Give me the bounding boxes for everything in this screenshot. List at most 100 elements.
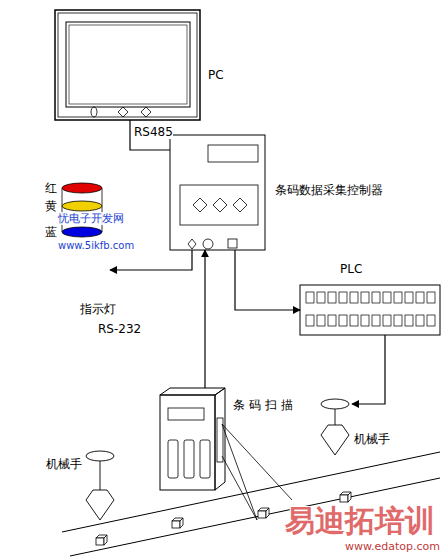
connector bbox=[235, 250, 300, 310]
terminal-slot bbox=[383, 292, 391, 303]
drawing-stroke bbox=[321, 399, 349, 409]
drawing-stroke bbox=[168, 440, 178, 478]
drawing-stroke bbox=[91, 107, 97, 117]
drawing-stroke bbox=[180, 185, 258, 225]
terminal-slot bbox=[339, 292, 347, 303]
drawing-stroke bbox=[321, 425, 349, 455]
diagram-node: 条码数据采集控制器 bbox=[170, 135, 265, 250]
scanner-label: 条码扫描 bbox=[233, 398, 297, 412]
drawing-stroke bbox=[66, 22, 190, 107]
conveyor-belt bbox=[62, 452, 440, 556]
terminal-slot bbox=[372, 292, 380, 303]
pc-monitor-label: PC bbox=[208, 68, 224, 82]
terminal-slot bbox=[427, 315, 435, 326]
watermark: www.edatop.com bbox=[345, 540, 440, 553]
watermark: 忧电子开发网 bbox=[58, 212, 124, 225]
drawing-stroke bbox=[86, 490, 114, 520]
drawing-stroke bbox=[168, 408, 204, 420]
terminal-slot bbox=[339, 315, 347, 326]
terminal-slot bbox=[416, 292, 424, 303]
terminal-slot bbox=[405, 292, 413, 303]
drawing-stroke bbox=[200, 440, 210, 478]
drawing-stroke bbox=[222, 424, 257, 520]
terminal-slot bbox=[372, 315, 380, 326]
terminal-slot bbox=[306, 292, 314, 303]
terminal-slot bbox=[383, 315, 391, 326]
terminal-slot bbox=[328, 315, 336, 326]
drawing-stroke bbox=[222, 456, 257, 520]
lamp-color-label: 蓝 bbox=[45, 225, 57, 239]
diagram-node: PLC bbox=[300, 285, 440, 335]
terminal-slot bbox=[405, 315, 413, 326]
drawing-stroke bbox=[62, 183, 102, 193]
drawing-stroke bbox=[203, 239, 213, 249]
drawing-stroke bbox=[306, 292, 435, 326]
terminal-slot bbox=[394, 315, 402, 326]
drawing-stroke bbox=[102, 188, 103, 232]
terminal-slot bbox=[427, 292, 435, 303]
interface-label: RS485 bbox=[134, 125, 173, 139]
plc-unit bbox=[300, 285, 440, 335]
connector bbox=[110, 250, 192, 270]
robot-arm bbox=[86, 399, 349, 520]
drawing-stroke bbox=[172, 518, 183, 528]
drawing-stroke bbox=[208, 145, 258, 162]
terminal-slot bbox=[394, 292, 402, 303]
connector bbox=[204, 250, 205, 388]
terminal-slot bbox=[328, 292, 336, 303]
drawing-stroke bbox=[228, 239, 237, 248]
watermark: www.5ikfb.com bbox=[58, 240, 134, 252]
drawing-stroke bbox=[62, 201, 102, 211]
terminal-slot bbox=[350, 292, 358, 303]
controller-housing bbox=[170, 135, 265, 250]
drawing-stroke bbox=[233, 198, 247, 212]
terminal-slot bbox=[350, 315, 358, 326]
drawing-stroke bbox=[213, 198, 227, 212]
diagram-node: 机械手 bbox=[84, 450, 116, 522]
plc-label: PLC bbox=[340, 262, 362, 276]
lamp-color-label: 红 bbox=[45, 181, 57, 195]
drawing-stroke bbox=[96, 535, 107, 545]
drawing-stroke bbox=[335, 409, 336, 425]
drawing-stroke bbox=[118, 107, 128, 117]
drawing-stroke bbox=[69, 25, 187, 104]
drawing-stroke bbox=[55, 10, 200, 120]
signal-tower bbox=[62, 183, 102, 237]
drawing-stroke bbox=[188, 239, 196, 249]
drawing-stroke bbox=[160, 395, 215, 490]
diagram-node: 机械手 bbox=[318, 398, 352, 458]
drawing-stroke bbox=[215, 388, 225, 490]
drawing-stroke bbox=[340, 492, 351, 502]
diagram-node: PC bbox=[55, 10, 200, 120]
drawing-stroke bbox=[160, 388, 225, 395]
drawing-stroke bbox=[170, 135, 265, 250]
watermark: 易迪拓培训 bbox=[285, 503, 435, 539]
terminal-slot bbox=[416, 315, 424, 326]
drawing-stroke bbox=[193, 198, 207, 212]
controller-label: 条码数据采集控制器 bbox=[275, 183, 383, 197]
drawing-stroke bbox=[222, 424, 292, 500]
terminal-slot bbox=[306, 315, 314, 326]
drawing-stroke bbox=[258, 508, 269, 518]
drawing-stroke bbox=[58, 13, 197, 117]
terminal-slot bbox=[361, 315, 369, 326]
lamp-label: 指示灯 bbox=[80, 302, 116, 316]
drawing-stroke bbox=[141, 107, 151, 117]
drawing-stroke bbox=[184, 440, 194, 478]
terminal-slot bbox=[317, 292, 325, 303]
drawing-stroke bbox=[62, 227, 102, 237]
drawing-stroke bbox=[86, 451, 114, 461]
drawing-stroke bbox=[300, 285, 440, 335]
robot-label: 机械手 bbox=[354, 432, 390, 446]
drawing-stroke bbox=[70, 478, 440, 556]
robot-label: 机械手 bbox=[46, 457, 82, 471]
interface-label: RS-232 bbox=[98, 322, 141, 336]
connector bbox=[352, 335, 385, 404]
drawing-stroke bbox=[100, 461, 101, 490]
terminal-slot bbox=[361, 292, 369, 303]
lamp-color-label: 黄 bbox=[45, 199, 57, 213]
pc-monitor bbox=[55, 10, 200, 120]
terminal-slot bbox=[317, 315, 325, 326]
